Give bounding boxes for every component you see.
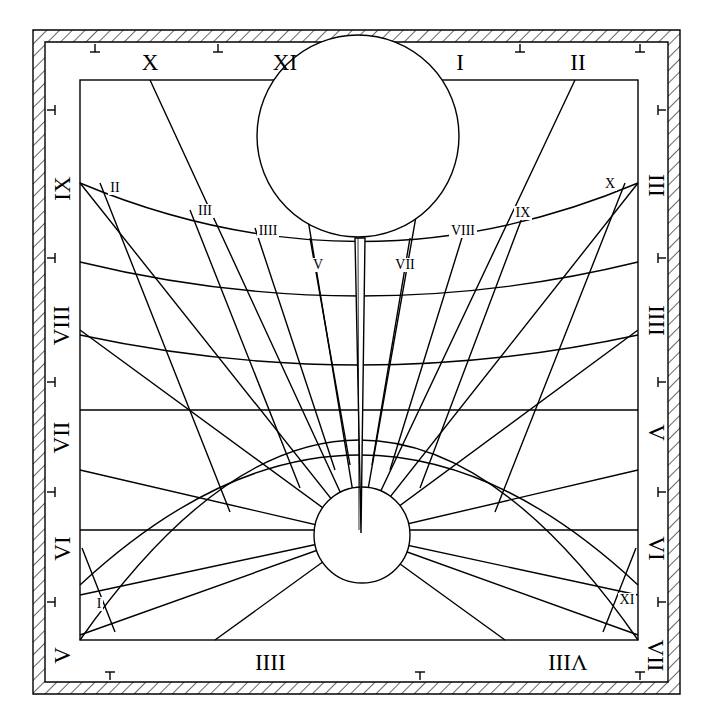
- hour-numeral: V: [51, 647, 74, 664]
- tick: [54, 377, 55, 387]
- hour-line-label: V: [311, 258, 325, 272]
- declination-curves: [80, 183, 638, 640]
- tick: [639, 44, 640, 52]
- tick: [47, 381, 55, 382]
- hour-line-label: III: [196, 204, 214, 218]
- hour-numeral: II: [570, 51, 585, 74]
- nodus-disc: [257, 35, 459, 237]
- tick: [657, 597, 658, 607]
- tick: [657, 253, 658, 263]
- hour-numeral: V: [645, 424, 668, 441]
- tick: [105, 671, 115, 672]
- tick: [658, 491, 666, 492]
- hour-numeral: VIII: [548, 651, 588, 674]
- hour-line-label: IIII: [257, 224, 280, 238]
- gnomon: [355, 238, 365, 533]
- hatched-frame: [33, 30, 680, 694]
- tick: [47, 109, 55, 110]
- tick: [657, 487, 658, 497]
- hour-numeral: VI: [51, 536, 74, 560]
- hour-line-label: IX: [514, 206, 533, 220]
- hour-numeral: IIII: [644, 305, 667, 336]
- tick: [635, 51, 645, 52]
- hour-numeral: IIII: [255, 651, 286, 674]
- italian-hour-lines: [82, 183, 636, 632]
- hour-line-label: I: [95, 597, 104, 611]
- tick: [217, 44, 218, 52]
- hour-numeral: IX: [51, 176, 74, 200]
- hour-numeral: VIII: [51, 305, 74, 345]
- tick: [658, 381, 666, 382]
- tick: [90, 51, 100, 52]
- tick: [47, 257, 55, 258]
- tick: [54, 105, 55, 115]
- tick: [109, 672, 110, 680]
- hour-line-label: VIII: [449, 224, 477, 238]
- gnomon-edge: [358, 238, 359, 530]
- hour-numeral: X: [142, 51, 159, 74]
- hour-numeral: III: [644, 174, 667, 197]
- tick: [54, 597, 55, 607]
- tick: [658, 257, 666, 258]
- hour-numeral: XI: [273, 51, 297, 74]
- hour-numeral: VII: [51, 421, 74, 453]
- hour-line-label: VII: [393, 258, 416, 272]
- tick: [54, 253, 55, 263]
- tick: [47, 491, 55, 492]
- hour-numeral: VII: [645, 639, 668, 671]
- tick: [213, 51, 223, 52]
- hour-numeral: I: [456, 51, 464, 74]
- tick: [54, 487, 55, 497]
- tick: [515, 51, 525, 52]
- tick: [658, 601, 666, 602]
- tick: [415, 671, 425, 672]
- tick: [94, 44, 95, 52]
- hour-line-label: II: [108, 181, 121, 195]
- tick: [635, 671, 645, 672]
- tick: [657, 377, 658, 387]
- tick: [47, 601, 55, 602]
- tick: [657, 105, 658, 115]
- tick: [519, 44, 520, 52]
- tick: [419, 672, 420, 680]
- hour-numeral: VI: [645, 536, 668, 560]
- hour-line-label: XI: [618, 593, 637, 607]
- hour-line-label: X: [603, 177, 617, 191]
- tick: [639, 672, 640, 680]
- tick: [658, 109, 666, 110]
